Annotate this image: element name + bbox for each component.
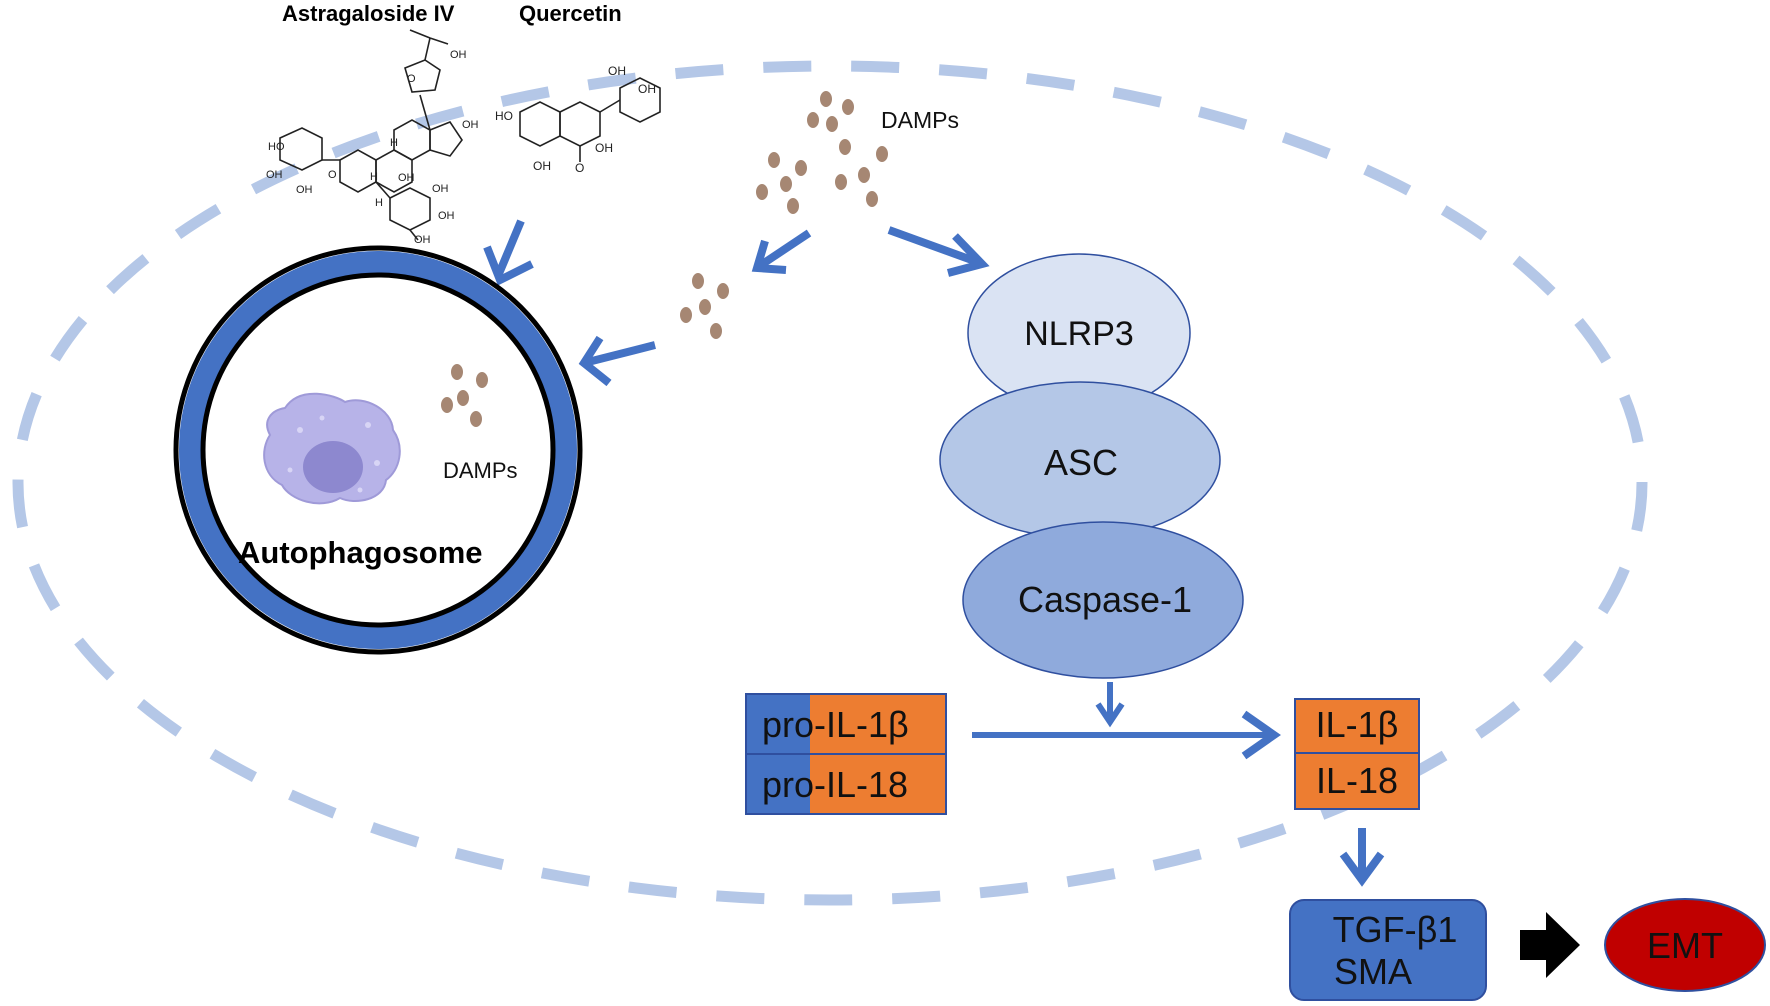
arrow-damps-down-left-head	[751, 239, 787, 274]
pro-il-18-label: pro-IL-18	[762, 764, 908, 805]
svg-text:OH: OH	[638, 82, 656, 96]
svg-text:OH: OH	[533, 159, 551, 173]
svg-text:H: H	[375, 197, 383, 209]
svg-text:H: H	[370, 171, 378, 183]
astragaloside-structure-icon	[279, 29, 463, 241]
quercetin-title: Quercetin	[519, 1, 622, 26]
mature-cytokines-box	[1294, 698, 1420, 810]
svg-text:OH: OH	[438, 210, 455, 222]
svg-text:OH: OH	[414, 234, 431, 246]
arrow-damps-to-autophagosome-head	[578, 335, 612, 387]
autophagosome-label: Autophagosome	[238, 535, 483, 570]
svg-text:OH: OH	[266, 169, 283, 181]
arrow-to-emt	[1520, 912, 1580, 978]
il-18-label: IL-18	[1316, 760, 1398, 801]
damps-label-top: DAMPs	[881, 107, 959, 133]
svg-text:OH: OH	[608, 64, 626, 78]
nlrp3-label: NLRP3	[1024, 315, 1134, 353]
svg-text:OH: OH	[450, 49, 467, 61]
damps-cluster-middle	[680, 273, 729, 339]
sma-label: SMA	[1334, 951, 1412, 992]
arrows	[483, 219, 990, 387]
arrow-damps-to-nlrp3-head	[946, 233, 990, 277]
damps-cluster-top	[756, 91, 888, 214]
cell-membrane	[12, 60, 1648, 906]
arrow-compounds-head	[483, 245, 534, 286]
emt-label: EMT	[1647, 925, 1723, 966]
autophagosome-membrane	[179, 251, 577, 649]
svg-text:O: O	[407, 73, 416, 85]
cleavage-arrows	[972, 682, 1385, 887]
arrow-caspase-down-head	[1095, 702, 1125, 728]
cell-icon	[263, 392, 401, 505]
svg-text:O: O	[575, 161, 584, 175]
svg-text:OH: OH	[432, 183, 449, 195]
astragaloside-title: Astragaloside IV	[282, 1, 455, 26]
arrow-pro-to-mature-head	[1241, 710, 1281, 760]
asc-label: ASC	[1044, 442, 1118, 483]
astragaloside-atom-labels: OH OH O HO OH OH OH OH OH OH O H H H	[266, 49, 479, 246]
arrow-compounds-to-autophagosome	[494, 219, 525, 278]
svg-text:OH: OH	[398, 172, 415, 184]
svg-text:HO: HO	[495, 109, 513, 123]
pro-cytokines-box	[745, 693, 947, 815]
svg-text:OH: OH	[462, 119, 479, 131]
svg-text:OH: OH	[595, 141, 613, 155]
quercetin-atom-labels: OH OH HO OH OH O	[495, 64, 656, 175]
il-1b-label: IL-1β	[1316, 704, 1399, 745]
svg-text:H: H	[390, 137, 398, 149]
damps-cluster-inside	[441, 364, 488, 427]
arrow-cytokines-to-tgf-head	[1339, 851, 1385, 887]
caspase-1-label: Caspase-1	[1018, 579, 1192, 620]
svg-text:O: O	[328, 169, 337, 181]
arrow-damps-down-left	[755, 229, 812, 271]
svg-text:HO: HO	[268, 141, 285, 153]
emt-node	[1604, 898, 1766, 992]
svg-text:OH: OH	[296, 184, 313, 196]
tgf-sma-box	[1289, 899, 1487, 1001]
arrow-damps-to-autophagosome	[583, 341, 656, 367]
pro-il-1b-label: pro-IL-1β	[762, 704, 909, 745]
autophagosome-outer-ring	[173, 245, 583, 655]
damps-label-inside: DAMPs	[443, 458, 518, 483]
arrow-damps-to-nlrp3	[887, 226, 982, 267]
tgf-b1-label: TGF-β1	[1333, 909, 1458, 950]
quercetin-structure-icon	[519, 77, 661, 162]
caspase-1-complex	[962, 521, 1244, 679]
